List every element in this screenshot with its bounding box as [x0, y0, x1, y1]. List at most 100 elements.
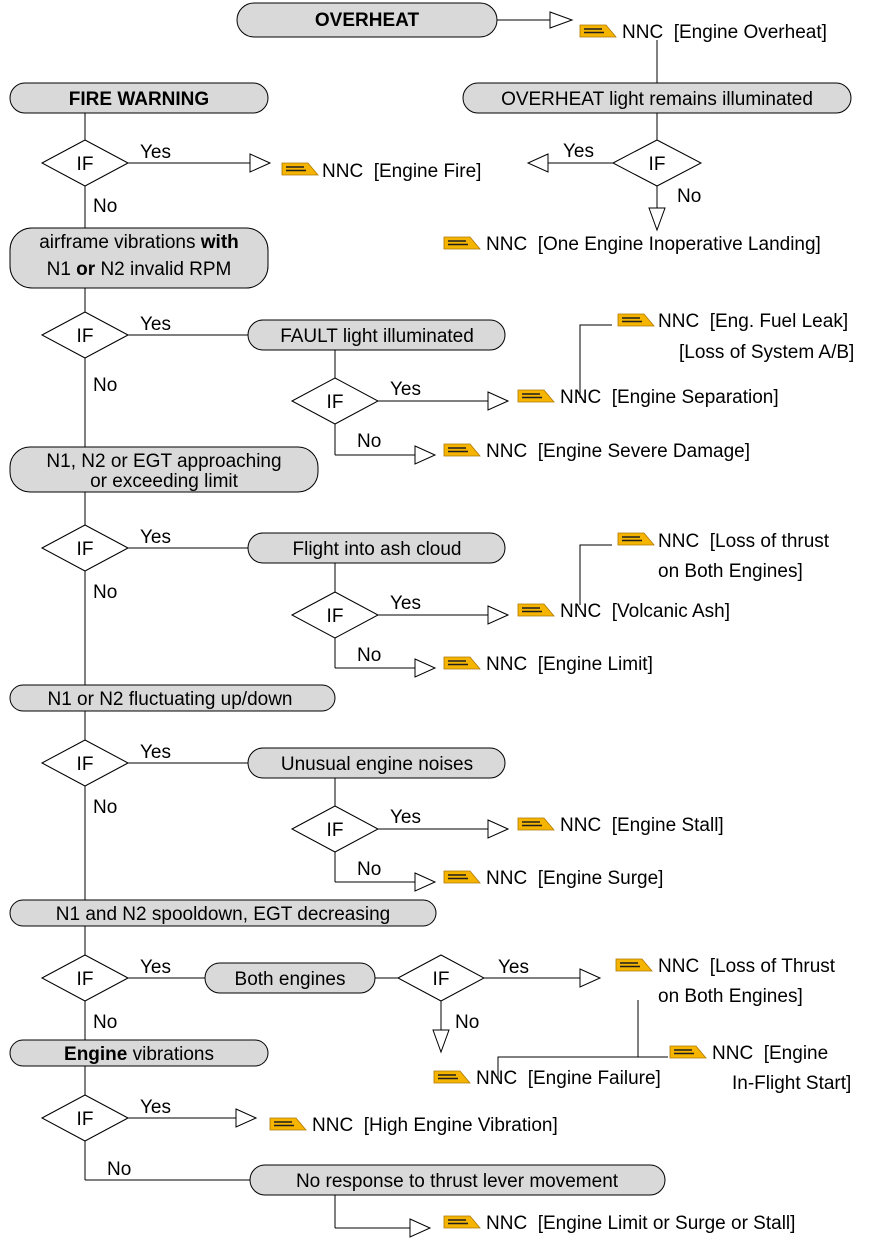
svg-text:Unusual engine noises: Unusual engine noises [281, 754, 473, 775]
svg-text:or exceeding limit: or exceeding limit [90, 471, 239, 492]
decision-diamond-fault-light: IF [290, 377, 380, 425]
yes-label: Yes [140, 742, 171, 763]
nnc-engine-limit-surge-stall: NNC [Engine Limit or Surge or Stall] [443, 1213, 795, 1234]
svg-text:N1, N2 or EGT approaching: N1, N2 or EGT approaching [46, 451, 281, 472]
svg-text:IF: IF [77, 539, 94, 560]
checklist-icon [517, 389, 555, 403]
svg-text:OVERHEAT light remains illumin: OVERHEAT light remains illuminated [501, 89, 813, 110]
svg-text:NNC [Engine Severe Damage]: NNC [Engine Severe Damage] [486, 441, 750, 462]
yes-label: Yes [498, 957, 529, 978]
svg-text:NNC [High Engine Vibration]: NNC [High Engine Vibration] [312, 1115, 558, 1136]
decision-diamond-vibrations: IF [40, 311, 130, 359]
yes-label: Yes [563, 141, 594, 162]
svg-text:NNC [Engine Fire]: NNC [Engine Fire] [322, 161, 481, 182]
condition-pill-overheat: OVERHEAT [236, 2, 498, 38]
svg-text:NNC [Loss of Thrust: NNC [Loss of Thrust [658, 956, 836, 977]
svg-text:[Loss of System A/B]: [Loss of System A/B] [679, 342, 854, 363]
svg-text:NNC [Loss of thrust: NNC [Loss of thrust [658, 531, 830, 552]
svg-text:NNC [Engine Limit or Surge or: NNC [Engine Limit or Surge or Stall] [486, 1213, 795, 1234]
svg-text:NNC [Engine: NNC [Engine [712, 1043, 828, 1064]
svg-text:IF: IF [77, 754, 94, 775]
decision-diamond-fluctuating: IF [40, 739, 130, 787]
svg-text:NNC [Engine Failure]: NNC [Engine Failure] [476, 1068, 661, 1089]
checklist-icon [433, 1070, 471, 1084]
checklist-icon [617, 313, 655, 327]
nnc-high-engine-vibration: NNC [High Engine Vibration] [269, 1115, 558, 1136]
decision-diamond-noises: IF [290, 805, 380, 853]
nnc-one-engine-inoperative-landing: NNC [One Engine Inoperative Landing] [443, 234, 821, 255]
svg-text:N1 or N2 invalid RPM: N1 or N2 invalid RPM [47, 259, 232, 280]
svg-text:IF: IF [433, 969, 450, 990]
svg-text:NNC [Engine Limit]: NNC [Engine Limit] [486, 654, 653, 675]
yes-label: Yes [390, 807, 421, 828]
no-label: No [93, 797, 117, 818]
condition-pill-both-engines: Both engines [204, 962, 376, 994]
checklist-icon [443, 236, 481, 250]
no-label: No [357, 431, 381, 452]
yes-label: Yes [390, 593, 421, 614]
svg-text:IF: IF [77, 1109, 94, 1130]
svg-text:NNC [Engine Stall]: NNC [Engine Stall] [560, 815, 724, 836]
nnc-engine-in-flight-start: NNC [Engine In-Flight Start] [669, 1043, 851, 1094]
connector-lines [84, 19, 668, 1229]
condition-pill-fault-light: FAULT light illuminated [247, 319, 506, 351]
decision-diamond-limit: IF [40, 524, 130, 572]
no-label: No [107, 1159, 131, 1180]
nnc-engine-overheat: NNC [Engine Overheat] [579, 22, 827, 43]
checklist-icon [443, 656, 481, 670]
checklist-icon [669, 1045, 707, 1059]
condition-pill-fluctuating: N1 or N2 fluctuating up/down [9, 684, 336, 712]
checklist-icon [617, 532, 655, 546]
condition-pill-fire-warning: FIRE WARNING [9, 82, 269, 114]
svg-text:NNC [One Engine Inoperative L: NNC [One Engine Inoperative Landing] [486, 234, 821, 255]
decision-diamond-fire: IF [40, 139, 130, 187]
svg-text:OVERHEAT: OVERHEAT [315, 10, 420, 31]
nnc-engine-fire: NNC [Engine Fire] [281, 161, 481, 182]
no-label: No [93, 196, 117, 217]
svg-text:N1 or N2 fluctuating up/down: N1 or N2 fluctuating up/down [47, 689, 292, 710]
svg-text:No response to thrust lever mo: No response to thrust lever movement [296, 1171, 619, 1192]
svg-text:FIRE WARNING: FIRE WARNING [69, 89, 209, 110]
svg-text:Engine vibrations: Engine vibrations [64, 1044, 214, 1065]
no-label: No [677, 186, 701, 207]
checklist-icon [443, 443, 481, 457]
svg-text:In-Flight Start]: In-Flight Start] [732, 1073, 851, 1094]
yes-label: Yes [140, 314, 171, 335]
svg-text:IF: IF [327, 606, 344, 627]
decision-diamond-spooldown: IF [40, 954, 130, 1002]
yes-label: Yes [390, 379, 421, 400]
checklist-icon [615, 958, 653, 972]
decision-diamond-engine-vibrations: IF [40, 1094, 130, 1142]
arrowheads [235, 11, 666, 1238]
svg-text:FAULT light illuminated: FAULT light illuminated [280, 326, 474, 347]
svg-text:NNC [Engine Overheat]: NNC [Engine Overheat] [622, 22, 827, 43]
no-label: No [357, 859, 381, 880]
nnc-fuel-leak: NNC [Eng. Fuel Leak] [Loss of System A/B… [617, 311, 854, 363]
nnc-engine-limit: NNC [Engine Limit] [443, 654, 653, 675]
decision-diamond-overheat: IF [611, 139, 703, 187]
checklist-icon [579, 24, 617, 38]
svg-text:N1 and N2 spooldown, EGT decre: N1 and N2 spooldown, EGT decreasing [56, 904, 390, 925]
condition-pill-spooldown: N1 and N2 spooldown, EGT decreasing [9, 899, 437, 927]
svg-text:NNC [Eng. Fuel Leak]: NNC [Eng. Fuel Leak] [658, 311, 848, 332]
nnc-engine-failure: NNC [Engine Failure] [433, 1068, 661, 1089]
condition-pill-engine-vibrations: Engine vibrations [9, 1039, 269, 1067]
no-label: No [455, 1012, 479, 1033]
svg-text:IF: IF [649, 154, 666, 175]
condition-pill-engine-noises: Unusual engine noises [247, 747, 506, 779]
nnc-volcanic-ash: NNC [Volcanic Ash] [517, 601, 730, 622]
nnc-engine-surge: NNC [Engine Surge] [443, 868, 663, 889]
condition-pill-overheat-light: OVERHEAT light remains illuminated [462, 82, 852, 114]
condition-pill-no-response: No response to thrust lever movement [249, 1164, 666, 1196]
nnc-loss-of-thrust-both-engines-ash: NNC [Loss of thrust on Both Engines] [617, 531, 830, 582]
yes-label: Yes [140, 142, 171, 163]
svg-text:airframe vibrations with: airframe vibrations with [39, 232, 239, 253]
yes-label: Yes [140, 957, 171, 978]
svg-text:Flight into ash cloud: Flight into ash cloud [293, 539, 462, 560]
no-label: No [93, 582, 117, 603]
condition-pill-ash-cloud: Flight into ash cloud [247, 532, 506, 564]
svg-text:on Both Engines]: on Both Engines] [658, 561, 803, 582]
no-label: No [93, 375, 117, 396]
nnc-engine-stall: NNC [Engine Stall] [517, 815, 724, 836]
